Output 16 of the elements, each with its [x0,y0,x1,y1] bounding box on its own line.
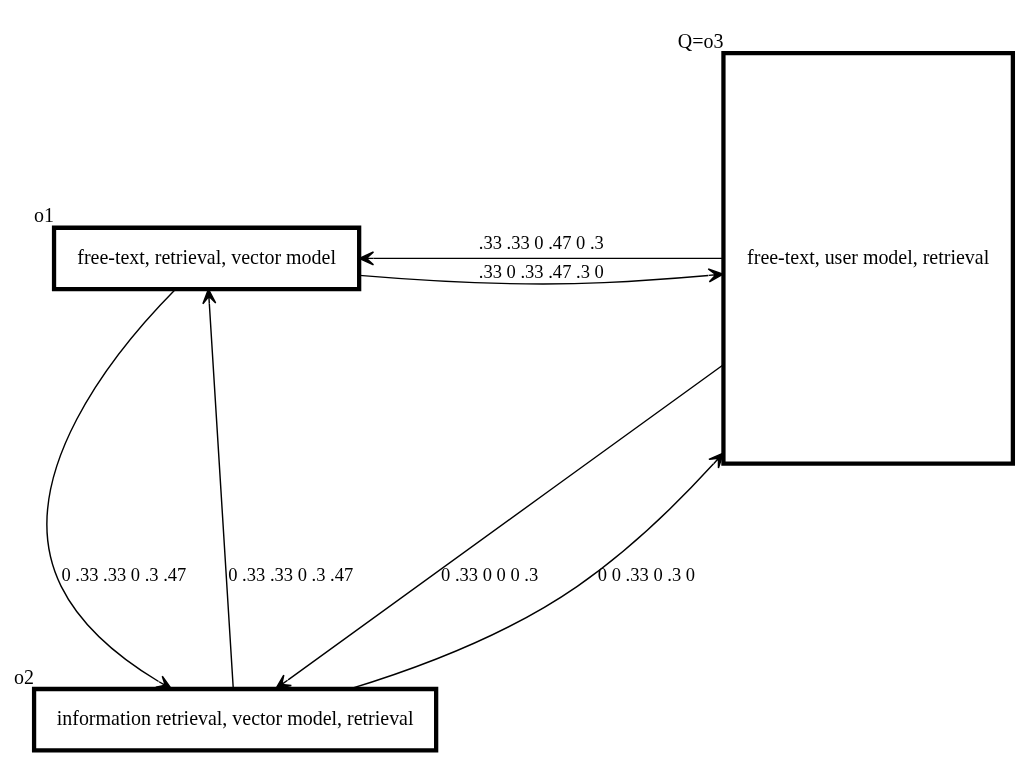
arrow [275,364,725,690]
node-box: free-text, user model, retrieval [721,50,1015,466]
edge-label: .33 .33 0 .47 0 .3 [478,231,604,253]
node-label: o1 [34,204,55,227]
node-label: Q=o3 [677,29,724,52]
arrow [46,288,176,690]
node-box: free-text, retrieval, vector model [51,225,362,292]
edge-label: 0 .33 0 0 0 .3 [441,564,539,586]
edge-label: .33 0 .33 .47 .3 0 [478,260,604,282]
edge-label: 0 .33 .33 0 .3 .47 [61,564,187,586]
arrow [358,251,724,266]
arrow [202,288,234,690]
edge-label: 0 .33 .33 0 .3 .47 [228,564,354,586]
arrow [358,268,724,285]
node-label: o2 [14,665,35,688]
node-box: information retrieval, vector model, retrieval [31,686,439,753]
